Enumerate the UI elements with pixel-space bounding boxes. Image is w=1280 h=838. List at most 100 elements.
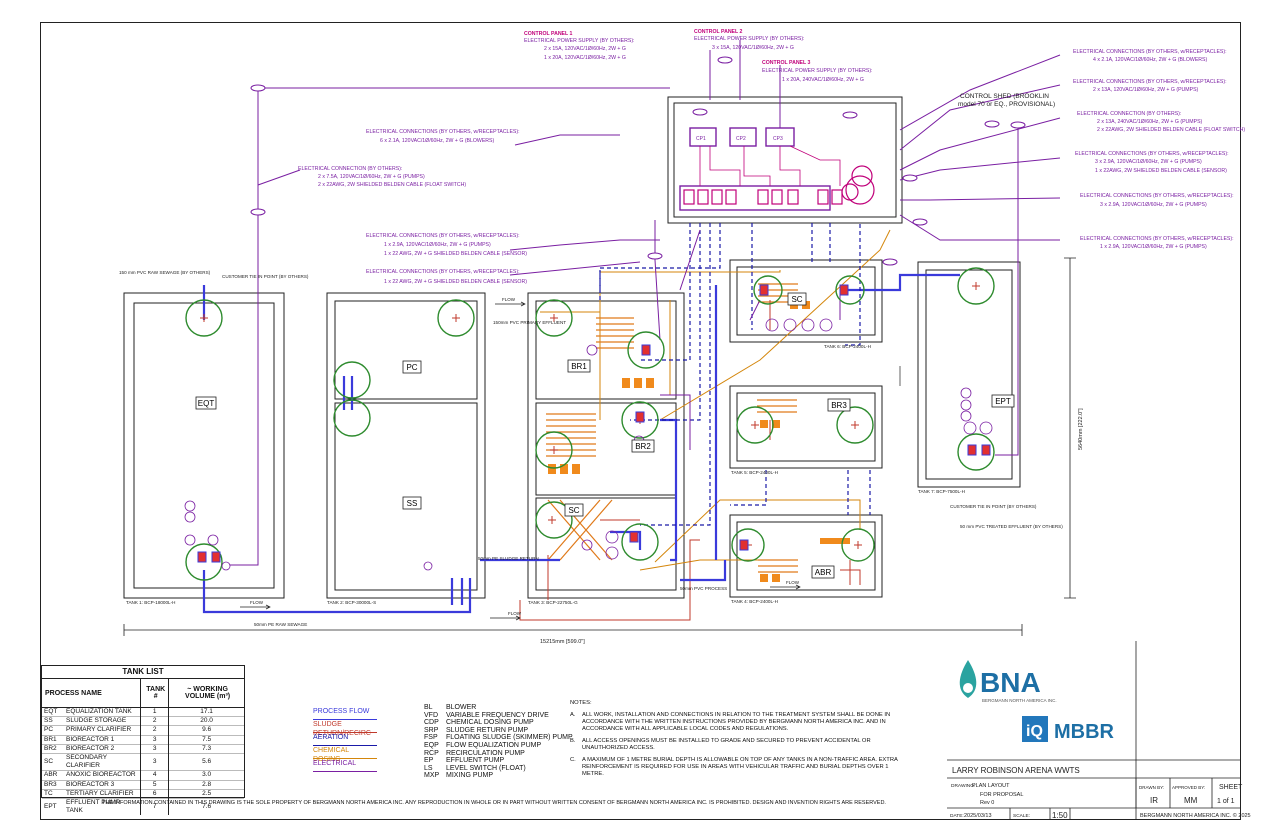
callout-right-2-head: ELECTRICAL CONNECTIONS (BY OTHERS, w/REC…: [1073, 79, 1227, 85]
tank-5-outline: [729, 385, 883, 469]
callout-left-3-head: ELECTRICAL CONNECTIONS (BY OTHERS, w/REC…: [366, 233, 520, 239]
tank-volume: 7.6: [168, 798, 244, 816]
tank-number: 3: [140, 734, 169, 745]
callout-left-2-l2: 2 x 22AWG, 2W SHIELDED BELDEN CABLE (FLO…: [318, 182, 466, 188]
tank-number: 7: [140, 798, 169, 816]
tank-number: 3: [140, 743, 169, 754]
abbreviation-value: BLOWER: [446, 704, 477, 711]
abbreviation-key: CDP: [424, 719, 439, 727]
callout-right-2-l1: 2 x 13A, 120VAC/1Ø/60Hz, 2W + G (PUMPS): [1093, 87, 1199, 93]
abbreviation-key: VFD: [424, 711, 438, 719]
tank-process-name: TERTIARY CLARIFIER: [64, 788, 141, 799]
tank-abbr: SS: [42, 716, 64, 726]
col-working-volume: ~ WORKING VOLUME (m³): [168, 679, 244, 708]
legend-item: CHEMICAL DOSING: [313, 746, 377, 763]
mbbr-logo-text: MBBR: [1054, 721, 1115, 743]
tank-volume: 7.5: [168, 734, 244, 745]
cp1-line-1: 2 x 15A, 120VAC/1Ø/60Hz, 2W + G: [544, 46, 626, 52]
iq-logo-text: iQ: [1026, 723, 1043, 740]
tank-label-ss: SS: [407, 499, 418, 508]
note-text: ALL ACCESS OPENINGS MUST BE INSTALLED TO…: [582, 738, 871, 751]
callout-right-4-head: ELECTRICAL CONNECTIONS (BY OTHERS, w/REC…: [1075, 151, 1229, 157]
note-item: A.ALL WORK, INSTALLATION AND CONNECTIONS…: [570, 712, 910, 733]
control-panel-callouts: CONTROL PANEL 1 ELECTRICAL POWER SUPPLY …: [524, 29, 873, 83]
note-item: B.ALL ACCESS OPENINGS MUST BE INSTALLED …: [570, 738, 910, 752]
approved-by-value: MM: [1184, 796, 1198, 805]
title-block-lines: [947, 641, 1240, 820]
process-flow-lines: [202, 273, 960, 614]
tank-list-grid: PROCESS NAME TANK # ~ WORKING VOLUME (m³…: [42, 679, 244, 816]
note-text: ALL WORK, INSTALLATION AND CONNECTIONS I…: [582, 712, 891, 732]
tank-abbr: BR2: [42, 743, 64, 754]
tank-volume: 20.0: [168, 716, 244, 726]
tank-label-pc: PC: [406, 363, 417, 372]
right-electrical-callouts: ELECTRICAL CONNECTIONS (BY OTHERS, w/REC…: [1073, 49, 1245, 250]
flow-label-1: FLOW: [250, 600, 264, 605]
customer-tie-in-label: CUSTOMER TIE IN POINT (BY OTHERS): [222, 274, 309, 279]
drawing-frame: [40, 22, 1241, 820]
pvc-process-label: 50mm PVC PROCESS: [680, 586, 727, 591]
abbreviation-key: BL: [424, 704, 433, 711]
sludge-return-label: 50mm PE SLUDGE RETURN: [478, 556, 539, 561]
tank-number: 4: [140, 770, 169, 781]
tank-label-abr: ABR: [815, 568, 832, 577]
tank-list-table: TANK LIST PROCESS NAME TANK # ~ WORKING …: [41, 665, 245, 816]
abbreviation-key: RCP: [424, 749, 439, 757]
tank-abbr: EQT: [42, 706, 64, 717]
abbreviation-value: CHEMICAL DOSING PUMP: [446, 719, 534, 727]
legend-item: SLUDGE RETURN/RECIRC: [313, 720, 377, 737]
callout-left-4-l1: 1 x 22 AWG, 2W + G SHIELDED BELDEN CABLE…: [384, 279, 527, 285]
cp3-line-1: 1 x 20A, 240VAC/1Ø/60Hz, 2W + G: [782, 77, 864, 83]
tank-7-model: TANK 7: BCP-7500L-H: [918, 489, 965, 494]
pump-symbols: [184, 318, 993, 571]
bna-logo-subtitle: BERGMANN NORTH AMERICA INC.: [982, 698, 1057, 703]
tank-process-name: BIOREACTOR 2: [64, 743, 141, 754]
tank-6-model: TANK 6: BCP-2400L-H: [824, 344, 871, 349]
cp1-line-2: 1 x 20A, 120VAC/1Ø/60Hz, 2W + G: [544, 55, 626, 61]
callout-right-5-head: ELECTRICAL CONNECTIONS (BY OTHERS, w/REC…: [1080, 193, 1234, 199]
tank-number: 2: [140, 716, 169, 726]
drawn-by-label: DRAWN BY:: [1139, 785, 1164, 790]
callout-right-1-head: ELECTRICAL CONNECTIONS (BY OTHERS, w/REC…: [1073, 49, 1227, 55]
note-item: C.A MAXIMUM OF 1 METRE BURIAL DEPTH IS A…: [570, 757, 910, 778]
abbreviation-key: MXP: [424, 772, 440, 780]
electrical-callout-markers: [250, 56, 1026, 266]
raw-sewage-inlet-label: 150 mm PVC RAW SEWAGE (BY OTHERS): [119, 270, 211, 275]
flow-label-4: FLOW: [786, 580, 800, 585]
tank-2-model: TANK 2: BCP-30000L-S: [327, 600, 376, 605]
callout-right-5-l1: 3 x 2.9A, 120VAC/1Ø/60Hz, 2W + G (PUMPS): [1100, 202, 1207, 208]
tank-number: 2: [140, 725, 169, 736]
callout-left-2-head: ELECTRICAL CONNECTION (BY OTHERS):: [298, 166, 402, 172]
width-dimension: 15215mm [599.0"]: [540, 639, 585, 645]
tank-abbr: EPT: [42, 798, 64, 816]
height-dimension: 5640mm [222.0"]: [1078, 408, 1084, 450]
tank-number: 5: [140, 779, 169, 790]
abbreviation-key: SRP: [424, 726, 439, 734]
company-copyright: BERGMANN NORTH AMERICA INC. © 2025: [1140, 812, 1251, 819]
svg-text:CP2: CP2: [736, 136, 746, 142]
flow-label-3: FLOW: [502, 297, 516, 302]
tank-label-br3: BR3: [831, 401, 847, 410]
aeration-lines: [599, 223, 871, 526]
tank-abbr: BR1: [42, 734, 64, 745]
abbreviation-value: FLOW EQUALIZATION PUMP: [446, 741, 542, 749]
tank-volume: 5.6: [168, 753, 244, 771]
sheet-value: 1 of 1: [1217, 798, 1235, 805]
callout-right-4-l2: 1 x 22AWG, 2W SHIELDED BELDEN CABLE (SEN…: [1095, 168, 1227, 174]
abbreviation-value: MIXING PUMP: [446, 772, 494, 780]
callout-right-6-head: ELECTRICAL CONNECTIONS (BY OTHERS, w/REC…: [1080, 236, 1234, 242]
raw-sewage-pe-label: 50mm PE RAW SEWAGE: [254, 622, 307, 627]
tank-abbr: TC: [42, 788, 64, 799]
flow-label-2: FLOW: [508, 611, 522, 616]
